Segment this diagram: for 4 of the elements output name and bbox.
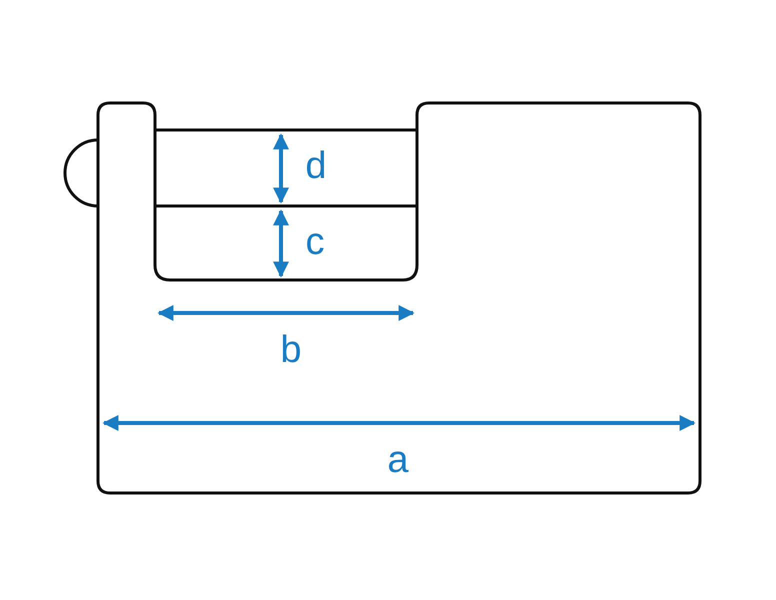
dimension-label: a: [387, 441, 409, 479]
dimension-label: b: [280, 331, 302, 369]
dimension-label: d: [305, 147, 327, 185]
dimension-label: c: [306, 223, 324, 261]
